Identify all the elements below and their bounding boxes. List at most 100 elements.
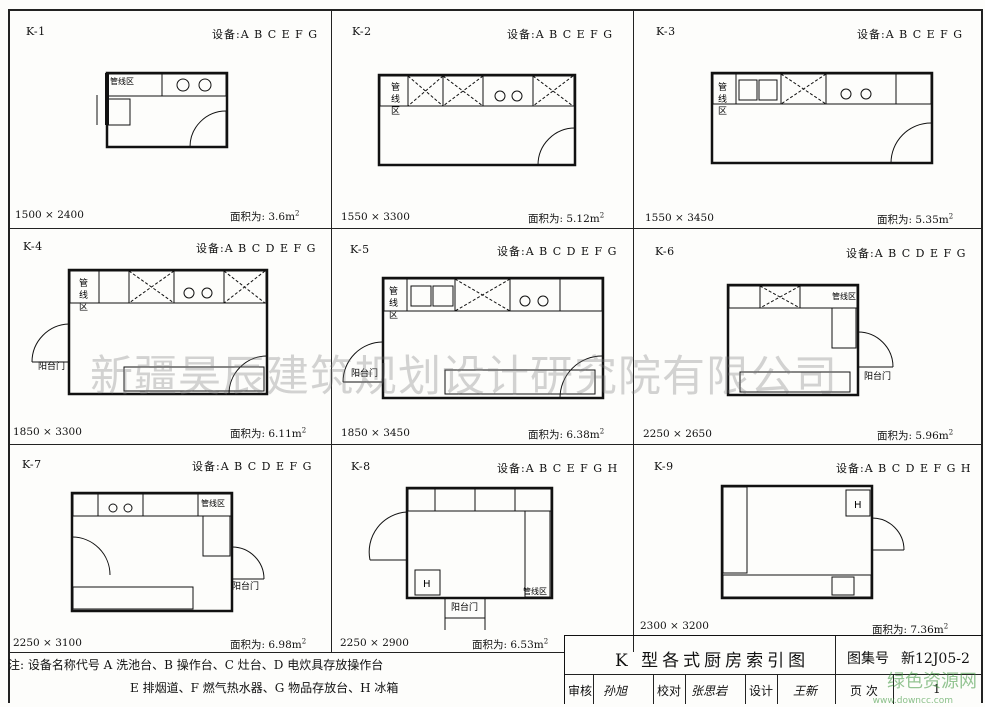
plan-area: 面积为: 5.35m2: [877, 212, 954, 227]
design-signature: 王新: [793, 684, 818, 698]
svg-text:管线区: 管线区: [110, 76, 134, 86]
title-block: K 型各式厨房索引图 图集号 新12J05-2 审核 孙旭 校对 张思岩 设计 …: [564, 635, 983, 704]
plan-code: K-6: [655, 245, 675, 258]
plan-code: K-1: [26, 25, 46, 38]
plan-size: 1850 × 3300: [13, 426, 82, 438]
svg-text:阳台门: 阳台门: [864, 370, 891, 382]
svg-text:管线区: 管线区: [201, 498, 225, 508]
frame-top: [8, 9, 982, 11]
col-divider-1: [331, 9, 333, 652]
svg-text:管: 管: [718, 81, 727, 93]
tb-cell-divider: [653, 674, 654, 704]
plan-area: 面积为: 3.6m2: [230, 209, 300, 224]
svg-text:区: 区: [79, 302, 88, 313]
plan-area: 面积为: 6.38m2: [528, 427, 605, 442]
tb-cell-divider: [777, 674, 778, 704]
plan-size: 1550 × 3450: [645, 212, 714, 224]
svg-text:区: 区: [391, 106, 400, 117]
floor-plan-k2: 管线区: [377, 73, 577, 167]
svg-text:线: 线: [389, 297, 398, 309]
floor-plan-k1: 管线区: [96, 71, 229, 149]
plan-area: 面积为: 5.96m2: [877, 428, 954, 443]
plan-area: 面积为: 6.98m2: [230, 637, 307, 652]
svg-text:阳台门: 阳台门: [351, 367, 378, 379]
tb-cell-divider: [893, 674, 894, 704]
equipment-list: 设备:A B C E F G: [857, 28, 964, 41]
design-label: 设计: [749, 684, 774, 698]
floor-plan-k4: 管线区 阳台门: [31, 268, 269, 396]
tb-cell-divider: [745, 674, 746, 704]
plan-code: K-2: [352, 25, 372, 38]
floor-plan-k9: H: [720, 484, 905, 600]
plan-code: K-4: [23, 240, 43, 253]
plan-code: K-9: [654, 460, 674, 473]
frame-right: [981, 9, 983, 703]
equipment-list: 设备:A B C D E F G: [192, 460, 313, 473]
equipment-list: 设备:A B C E F G H: [497, 462, 619, 475]
site-watermark: 绿色资源网: [887, 671, 977, 692]
atlas-number: 新12J05-2: [901, 651, 970, 667]
col-divider-2-lower: [633, 635, 635, 652]
plan-area: 面积为: 6.53m2: [472, 637, 549, 652]
tb-cell-divider: [593, 674, 594, 704]
svg-text:管线区: 管线区: [832, 291, 856, 301]
plan-area: 面积为: 5.12m2: [528, 211, 605, 226]
check-label: 校对: [657, 684, 682, 698]
equipment-list: 设备:A B C D E F G H: [836, 462, 972, 475]
svg-text:管: 管: [389, 285, 398, 297]
check-signature: 张思岩: [691, 684, 728, 698]
row-divider-3: [8, 652, 564, 654]
svg-text:阳台门: 阳台门: [451, 601, 478, 613]
review-label: 审核: [568, 684, 593, 698]
svg-text:线: 线: [79, 289, 88, 301]
tb-cell-divider: [685, 674, 686, 704]
equipment-list: 设备:A B C D E F G: [846, 247, 967, 260]
legend-note-line2: E 排烟道、F 燃气热水器、G 物品存放台、H 冰箱: [130, 681, 399, 695]
frame-left: [8, 9, 10, 703]
plan-size: 1500 × 2400: [15, 209, 84, 221]
floor-plan-k6: 管线区 阳台门: [726, 283, 894, 397]
plan-size: 2250 × 3100: [13, 637, 82, 649]
page-label: 页 次: [850, 684, 878, 698]
equipment-list: 设备:A B C D E F G: [497, 245, 618, 258]
row-divider-1: [8, 228, 982, 230]
col-divider-2: [633, 9, 635, 635]
svg-text:H: H: [423, 579, 431, 590]
atlas-label: 图集号: [847, 651, 889, 667]
plan-code: K-7: [22, 458, 42, 471]
plan-size: 2300 × 3200: [640, 620, 709, 632]
legend-note-line1: 注: 设备名称代号 A 洗池台、B 操作台、C 灶台、D 电炊具存放操作台: [8, 658, 384, 672]
review-signature: 孙旭: [603, 684, 628, 698]
svg-text:区: 区: [389, 310, 398, 321]
floor-plan-k3: 管线区: [710, 71, 934, 165]
svg-text:H: H: [854, 500, 862, 511]
svg-text:管: 管: [79, 277, 88, 289]
tb-row-divider: [565, 674, 983, 675]
svg-text:阳台门: 阳台门: [232, 580, 259, 592]
equipment-list: 设备:A B C D E F G: [196, 242, 317, 255]
plan-size: 2250 × 2650: [643, 428, 712, 440]
tb-title-divider: [835, 636, 836, 704]
equipment-list: 设备:A B C E F G: [212, 28, 319, 41]
plan-size: 1850 × 3450: [341, 427, 410, 439]
svg-text:区: 区: [718, 106, 727, 117]
floor-plan-k7: 管线区 阳台门: [70, 491, 265, 613]
plan-area: 面积为: 6.11m2: [230, 426, 307, 441]
site-url-watermark: www.downcc.com: [872, 696, 953, 706]
svg-text:线: 线: [391, 93, 400, 105]
svg-text:管: 管: [391, 81, 400, 93]
floor-plan-k5: 管线区 阳台门: [342, 276, 605, 400]
row-divider-2: [8, 444, 982, 446]
plan-code: K-8: [351, 460, 371, 473]
equipment-list: 设备:A B C E F G: [507, 28, 614, 41]
svg-text:线: 线: [718, 93, 727, 105]
svg-text:阳台门: 阳台门: [38, 360, 65, 372]
floor-plan-k8: H 管线区 阳台门: [368, 486, 554, 630]
page-number: 1: [933, 682, 941, 696]
svg-text:管线区: 管线区: [523, 586, 547, 596]
plan-code: K-5: [350, 243, 370, 256]
plan-size: 2250 × 2900: [340, 637, 409, 649]
plan-size: 1550 × 3300: [341, 211, 410, 223]
sheet-title: K 型各式厨房索引图: [615, 651, 810, 671]
